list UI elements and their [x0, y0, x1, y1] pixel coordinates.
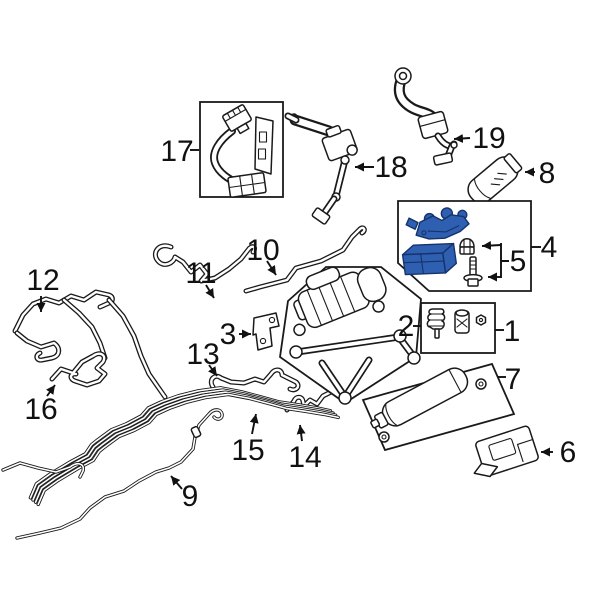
air-line-9 — [1, 408, 224, 540]
bushing — [454, 309, 470, 334]
callout-4: 4 — [531, 231, 557, 264]
callouts: 1 2 3 4 5 6 7 8 — [24, 122, 576, 513]
callout-13: 13 — [186, 338, 220, 377]
rubber-mount — [426, 308, 446, 339]
callout-15: 15 — [231, 413, 265, 467]
callout-9: 9 — [170, 475, 199, 513]
harness-bracket — [254, 116, 274, 175]
callout-6-label: 6 — [560, 436, 577, 469]
callout-17-label: 17 — [160, 135, 193, 168]
callout-5: 5 — [481, 241, 527, 282]
callout-19: 19 — [453, 122, 506, 155]
callout-13-label: 13 — [186, 338, 219, 371]
callout-17: 17 — [160, 135, 199, 168]
callout-4-label: 4 — [541, 231, 558, 264]
solenoid-box-blue — [401, 242, 458, 276]
callout-6: 6 — [541, 436, 576, 469]
part-19-height-sensor — [393, 67, 458, 166]
harness-bottom-connector — [227, 172, 267, 198]
callout-2-label: 2 — [398, 310, 415, 343]
part-7-reservoir-panel — [361, 362, 516, 452]
callout-12-label: 12 — [26, 264, 59, 297]
part-18-height-sensor — [284, 112, 358, 225]
part-17-wiring-harness-box — [199, 101, 298, 198]
part-1-mount-kit-box — [420, 302, 496, 354]
callout-7-label: 7 — [505, 363, 522, 396]
callout-5-label: 5 — [510, 245, 527, 278]
air-line-12 — [15, 292, 165, 397]
valve-block-blue — [405, 207, 470, 240]
callout-11-label: 11 — [185, 257, 216, 290]
compressor-assembly-enclosure — [279, 266, 422, 405]
callout-1-label: 1 — [504, 315, 521, 348]
callout-1: 1 — [495, 315, 520, 348]
part-compressor — [293, 266, 387, 337]
callout-15-label: 15 — [231, 434, 264, 467]
harness-top-connector — [222, 104, 252, 135]
callout-8-label: 8 — [539, 157, 556, 190]
part-mounting-bracket — [289, 329, 421, 405]
callout-3: 3 — [220, 318, 251, 351]
part-4-valve-block-box — [397, 200, 532, 292]
part-6-control-module — [473, 425, 539, 478]
callout-11: 11 — [185, 257, 217, 299]
callout-12: 12 — [26, 264, 60, 312]
callout-2: 2 — [398, 310, 421, 343]
nut — [475, 314, 487, 326]
reservoir-tank — [370, 367, 469, 429]
callout-9-label: 9 — [182, 480, 199, 513]
callout-18: 18 — [355, 151, 408, 184]
callout-14: 14 — [288, 424, 322, 474]
callout-16: 16 — [24, 384, 58, 426]
bolt — [463, 256, 483, 287]
callout-10-label: 10 — [246, 234, 279, 267]
part-3-bracket — [252, 312, 280, 351]
callout-14-label: 14 — [288, 441, 321, 474]
callout-18-label: 18 — [374, 151, 407, 184]
callout-16-label: 16 — [24, 393, 57, 426]
air-line-16 — [52, 354, 105, 385]
callout-19-label: 19 — [472, 122, 505, 155]
callout-8: 8 — [525, 157, 555, 190]
part-8-dryer-canister — [467, 153, 523, 204]
callout-10: 10 — [246, 234, 280, 276]
callout-3-label: 3 — [220, 318, 237, 351]
cap-nut — [459, 238, 475, 255]
callout-7: 7 — [498, 363, 521, 396]
